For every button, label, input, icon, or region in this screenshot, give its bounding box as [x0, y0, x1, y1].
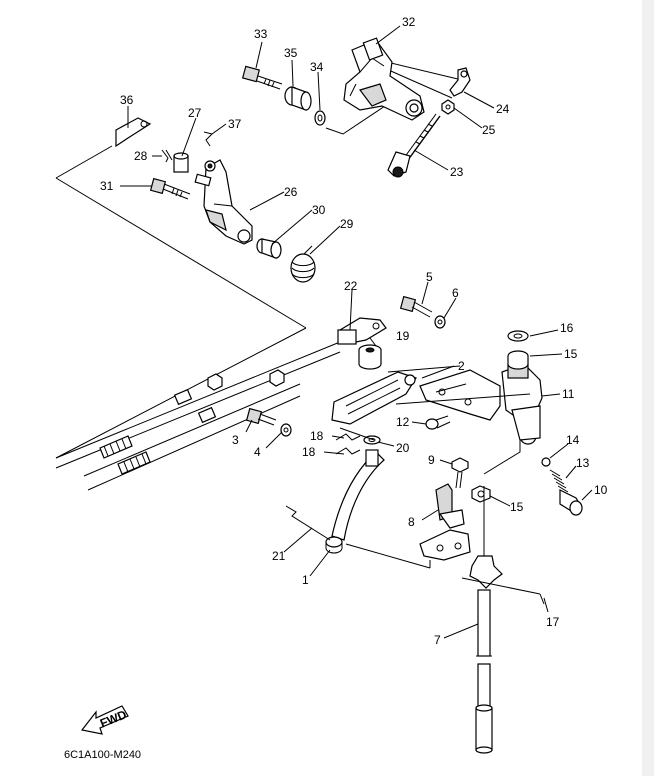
- callout-10: 10: [594, 483, 608, 497]
- part-11-bracket: [419, 363, 543, 445]
- callout-15b: 15: [510, 500, 524, 514]
- part-19-collar: [358, 344, 382, 370]
- callout-29: 29: [340, 217, 354, 231]
- part-15-nut-upper: [507, 350, 529, 370]
- part-35-collar: [284, 86, 312, 111]
- callout-28: 28: [134, 149, 148, 163]
- callout-32: 32: [402, 15, 416, 29]
- callout-35: 35: [284, 46, 298, 60]
- callout-leaders: [120, 25, 593, 639]
- part-28-clip: [161, 149, 173, 163]
- callout-33: 33: [254, 27, 268, 41]
- callout-18b: 18: [302, 445, 316, 459]
- callout-5: 5: [426, 270, 433, 284]
- callout-37: 37: [228, 117, 242, 131]
- part-24-clip: [449, 67, 471, 97]
- callout-16: 16: [560, 321, 574, 335]
- part-22-joint: [337, 317, 387, 345]
- callout-18a: 18: [310, 429, 324, 443]
- part-25-nut: [441, 99, 455, 115]
- callout-15: 15: [564, 347, 578, 361]
- part-2-slide: [331, 371, 417, 425]
- control-cables: [55, 341, 341, 491]
- part-8-bracket: [435, 483, 465, 529]
- part-3-bolt: [245, 407, 277, 426]
- callout-21: 21: [272, 549, 286, 563]
- part-14-ring: [541, 457, 551, 467]
- callout-2: 2: [458, 359, 465, 373]
- callout-36: 36: [120, 93, 134, 107]
- callout-9: 9: [428, 453, 435, 467]
- part-13-spring: [549, 469, 569, 493]
- lower-guide-lines: [339, 365, 531, 569]
- callout-25: 25: [482, 123, 496, 137]
- part-34-washer: [314, 110, 326, 126]
- callout-26: 26: [284, 185, 298, 199]
- callout-12: 12: [396, 415, 410, 429]
- callout-11: 11: [562, 387, 575, 401]
- part-12-screw: [425, 415, 451, 430]
- part-30-collar: [256, 238, 282, 259]
- part-4-washer: [280, 423, 292, 437]
- callout-19: 19: [396, 329, 410, 343]
- callout-24: 24: [496, 102, 510, 116]
- part-16-washer: [507, 330, 529, 342]
- part-10-plunger: [559, 489, 583, 516]
- callout-17: 17: [546, 615, 560, 629]
- callout-22: 22: [344, 279, 358, 293]
- diagram-code: 6C1A100-M240: [64, 749, 141, 761]
- fwd-arrow-icon: FWD: [80, 705, 129, 735]
- callout-13: 13: [576, 456, 590, 470]
- callout-numbers: 33 35 34 32 24 25 23 36 27 37 28 31 26 3…: [100, 15, 608, 647]
- callout-8: 8: [408, 515, 415, 529]
- part-26-lever: [194, 159, 253, 245]
- group-frame-lines: [55, 57, 463, 459]
- part-15-nut-lower: [471, 485, 491, 503]
- callout-14: 14: [566, 433, 580, 447]
- part-7-shaft: [419, 486, 545, 754]
- callout-1: 1: [302, 573, 309, 587]
- part-1-arc-lever: [325, 449, 385, 554]
- callout-27: 27: [188, 106, 202, 120]
- callout-23: 23: [450, 165, 464, 179]
- scrollbar-track[interactable]: [642, 0, 654, 776]
- part-29-spring: [290, 245, 316, 283]
- callout-30: 30: [312, 203, 326, 217]
- part-23-rod: [387, 113, 441, 178]
- callout-3: 3: [232, 433, 239, 447]
- fwd-label: FWD: [98, 707, 129, 730]
- part-5-bolt: [399, 295, 433, 318]
- part-6-washer: [434, 315, 446, 329]
- callout-31: 31: [100, 179, 114, 193]
- part-33-bolt: [241, 65, 283, 90]
- part-32-bracket: [343, 37, 425, 121]
- callout-6: 6: [452, 286, 459, 300]
- part-9-bolt: [451, 457, 469, 489]
- callout-4: 4: [254, 445, 261, 459]
- part-27-collar: [173, 152, 189, 173]
- callout-20: 20: [396, 441, 410, 455]
- part-21-pin: [285, 505, 331, 541]
- part-31-bolt: [149, 177, 191, 200]
- callout-34: 34: [310, 60, 324, 74]
- callout-7: 7: [434, 633, 441, 647]
- part-37-pin: [203, 131, 213, 147]
- part-36-end: [115, 117, 152, 148]
